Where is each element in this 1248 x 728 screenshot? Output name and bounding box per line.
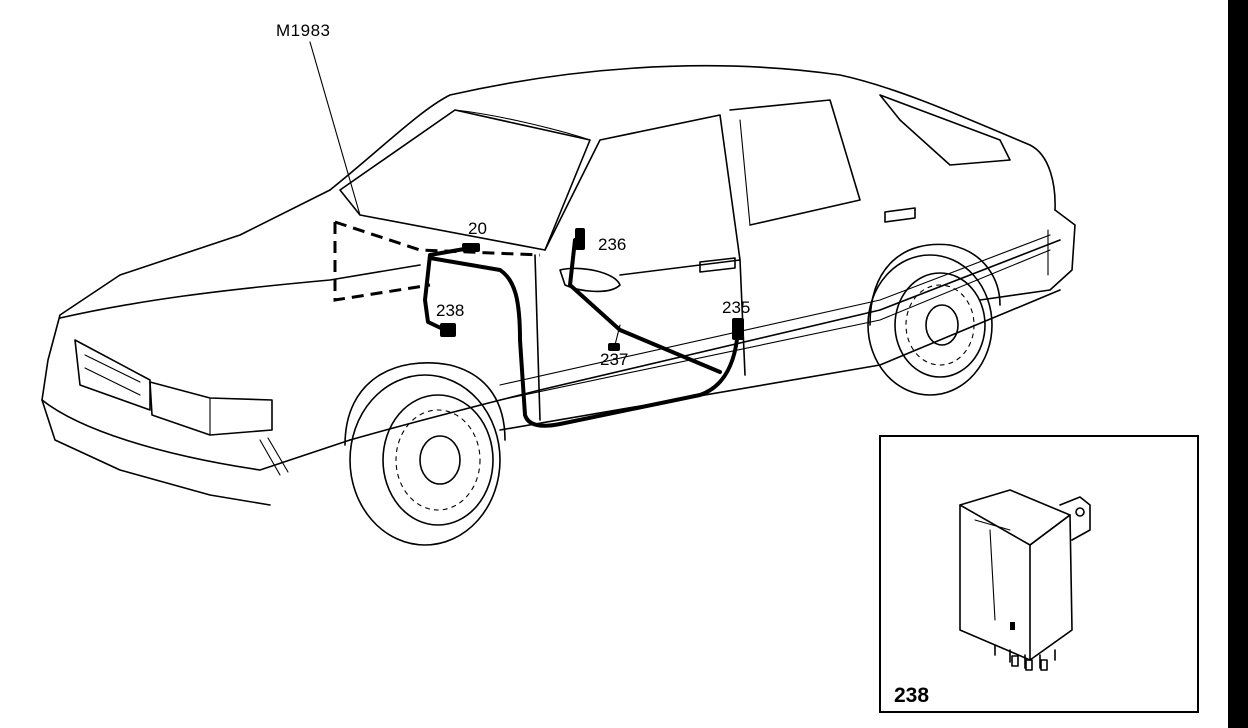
inset-label: 238	[894, 684, 929, 707]
scan-edge-bar	[1228, 0, 1248, 728]
figure-id: M1983	[276, 21, 330, 40]
connector-20	[462, 243, 480, 252]
relay-238-location	[440, 323, 456, 337]
wiring-harness	[333, 220, 740, 428]
connector-237	[608, 343, 620, 351]
connector-235	[732, 318, 744, 340]
inset-panel: 238	[879, 435, 1199, 713]
front-wheel	[344, 362, 506, 546]
callout-20: 20	[468, 219, 487, 238]
callout-235: 235	[722, 298, 750, 317]
figure-id-leader	[309, 41, 361, 216]
car-body	[41, 64, 1076, 506]
callout-238: 238	[436, 301, 464, 320]
connector-236	[575, 228, 585, 250]
callout-237: 237	[600, 350, 628, 369]
callout-236: 236	[598, 235, 626, 254]
rear-wheel	[867, 243, 1001, 396]
relay-238-illustration	[959, 489, 1091, 671]
